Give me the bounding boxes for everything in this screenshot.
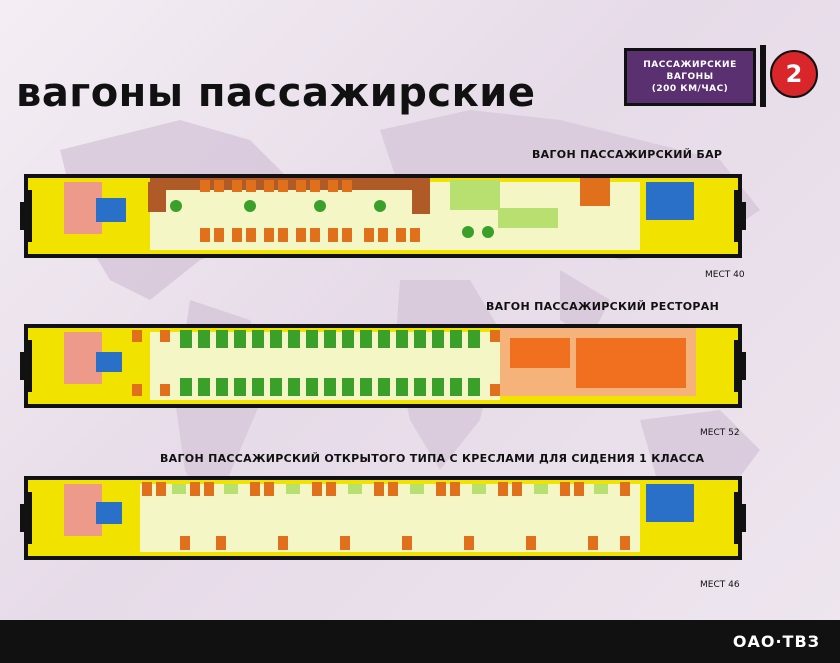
- first-class-tables: [172, 484, 608, 494]
- badge-frame: [760, 45, 834, 107]
- doors: [28, 492, 738, 544]
- coupler-left: [20, 202, 28, 230]
- car-title-bar: ВАГОН ПАССАЖИРСКИЙ БАР: [532, 148, 723, 161]
- seat-count-restaurant: МЕСТ 52: [700, 428, 740, 438]
- seat-count-first-class: МЕСТ 46: [700, 580, 740, 590]
- restaurant-seats-top: [132, 330, 500, 342]
- passenger-floor: [150, 182, 640, 250]
- coupler-right: [738, 352, 746, 380]
- first-class-seats-bottom: [180, 536, 630, 550]
- coupler-left: [20, 352, 28, 380]
- toilet-room: [646, 484, 694, 522]
- restaurant-tables-top: [180, 330, 480, 348]
- page-title: вагоны пассажирские: [16, 70, 536, 116]
- bar-storage: [580, 178, 610, 206]
- bar-seats-top: [200, 180, 352, 192]
- bar-tables-green: [170, 200, 494, 238]
- seat-count-bar: МЕСТ 40: [705, 270, 745, 280]
- bar-counter: [150, 178, 430, 190]
- kitchen-equipment-2: [576, 338, 686, 388]
- bar-green-area: [450, 180, 500, 210]
- coupler-left: [20, 504, 28, 532]
- category-badge: ПАССАЖИРСКИЕ ВАГОНЫ (200 КМ/ЧАС): [624, 48, 756, 106]
- footer-brand: ОАО·ТВЗ: [732, 632, 820, 651]
- kitchen-equipment-1: [510, 338, 570, 368]
- car-title-first-class: ВАГОН ПАССАЖИРСКИЙ ОТКРЫТОГО ТИПА С КРЕС…: [160, 452, 705, 465]
- service-room: [96, 502, 122, 524]
- badge-line-3: (200 КМ/ЧАС): [651, 84, 729, 94]
- service-room: [96, 198, 126, 222]
- footer-bar: ОАО·ТВЗ: [0, 620, 840, 663]
- first-class-seats-top: [142, 482, 630, 496]
- car-title-restaurant: ВАГОН ПАССАЖИРСКИЙ РЕСТОРАН: [486, 300, 720, 313]
- badge-line-1: ПАССАЖИРСКИЕ: [643, 60, 737, 70]
- car-plan-first-class: [20, 476, 746, 560]
- restaurant-seats-bottom: [132, 384, 500, 396]
- page-number-badge: 2: [770, 50, 818, 98]
- vestibule-room: [64, 484, 102, 536]
- service-room: [96, 352, 122, 372]
- car-plan-bar: [20, 174, 746, 258]
- doors: [28, 190, 738, 242]
- vestibule-room: [64, 182, 102, 234]
- bar-counter-end: [412, 178, 430, 214]
- badge-line-2: ВАГОНЫ: [666, 72, 714, 82]
- bar-seats-bottom: [200, 228, 420, 242]
- toilet-room: [646, 182, 694, 220]
- doors: [28, 340, 738, 392]
- car-plan-restaurant: [20, 324, 746, 408]
- coupler-right: [738, 202, 746, 230]
- bar-lounge: [498, 208, 558, 228]
- coupler-right: [738, 504, 746, 532]
- restaurant-tables-bottom: [180, 378, 480, 396]
- vestibule-room: [64, 332, 102, 384]
